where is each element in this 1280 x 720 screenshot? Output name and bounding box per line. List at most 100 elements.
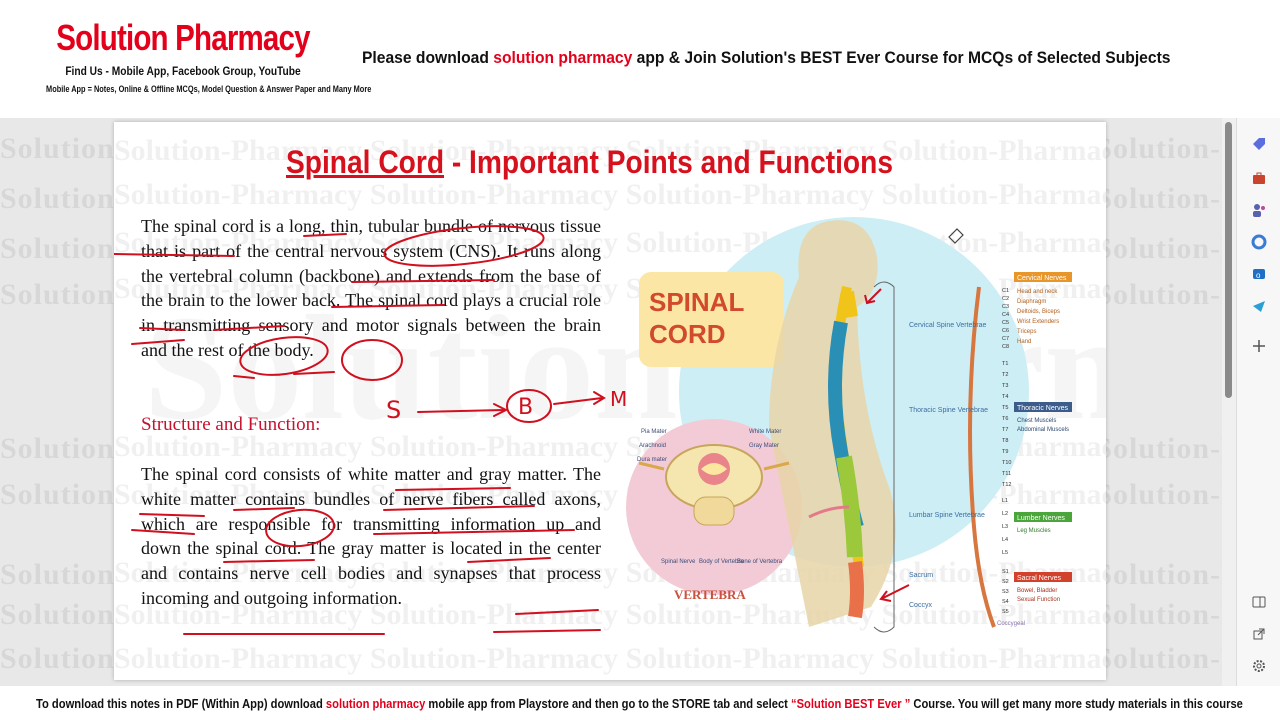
nerve-level: S3 bbox=[1002, 589, 1009, 595]
paragraph-structure: The spinal cord consists of white matter… bbox=[141, 464, 601, 608]
promo-text: Please download solution pharmacy app & … bbox=[362, 48, 1190, 68]
region-lumbar: Lumbar Spine Vertebrae bbox=[909, 512, 985, 519]
promo-before: Please download bbox=[362, 48, 494, 67]
copilot-icon[interactable] bbox=[1249, 232, 1269, 252]
page-watermark: Solution-Pharmacy Solution-Pharmacy Solu… bbox=[114, 642, 1106, 675]
thoracic-nerves-title: Thoracic Nerves bbox=[1017, 405, 1068, 412]
region-sacrum: Sacrum bbox=[909, 572, 933, 579]
send-icon[interactable] bbox=[1249, 296, 1269, 316]
vertebra-part: Spinal Nerve bbox=[661, 559, 696, 565]
settings-icon[interactable] bbox=[1249, 656, 1269, 676]
vertebra-part: Bone of Vertebra bbox=[737, 559, 783, 565]
nerve-level: C3 bbox=[1002, 304, 1009, 310]
nerve-level: L4 bbox=[1002, 537, 1008, 543]
nerve-level: T8 bbox=[1002, 438, 1008, 444]
nerve-level: S4 bbox=[1002, 599, 1009, 605]
split-screen-icon[interactable] bbox=[1249, 592, 1269, 612]
diagram-spinal-label: SPINAL bbox=[649, 287, 744, 317]
nerve-level: C1 bbox=[1002, 288, 1009, 294]
nerve-level: L1 bbox=[1002, 498, 1008, 504]
nerve-level: S5 bbox=[1002, 609, 1009, 615]
footer-middle: mobile app from Playstore and then go to… bbox=[425, 696, 792, 711]
title-underlined: Spinal Cord bbox=[286, 144, 445, 180]
vertebra-part: Gray Mater bbox=[749, 443, 779, 449]
cervical-nerve-item: Wrist Extenders bbox=[1017, 319, 1059, 325]
nerve-level: T10 bbox=[1002, 460, 1011, 466]
nerve-level: T12 bbox=[1002, 482, 1011, 488]
footer-before: To download this notes in PDF (Within Ap… bbox=[36, 696, 326, 711]
briefcase-icon[interactable] bbox=[1249, 168, 1269, 188]
sacral-nerves-title: Sacral Nerves bbox=[1017, 575, 1061, 582]
nerve-level: C2 bbox=[1002, 296, 1009, 302]
brand-block: Solution Pharmacy Find Us - Mobile App, … bbox=[16, 16, 372, 94]
external-link-icon[interactable] bbox=[1249, 624, 1269, 644]
footer-text: To download this notes in PDF (Within Ap… bbox=[36, 696, 1243, 711]
cervical-nerve-item: Triceps bbox=[1017, 329, 1036, 335]
footer-highlight-app: solution pharmacy bbox=[325, 696, 426, 711]
cervical-nerve-item: Head and neck bbox=[1017, 289, 1058, 295]
brand-mobile-app: Mobile App = Notes, Online & Offline MCQ… bbox=[46, 84, 372, 94]
nerve-level: S1 bbox=[1002, 569, 1009, 575]
vertebra-part: Body of Vertebra bbox=[699, 559, 744, 565]
nerve-level: C6 bbox=[1002, 328, 1009, 334]
thoracic-nerve-item: Abdominal Muscels bbox=[1017, 427, 1069, 433]
nerve-level: C7 bbox=[1002, 336, 1009, 342]
region-thoracic: Thoracic Spine Vertebrae bbox=[909, 407, 988, 414]
nerve-level: T5 bbox=[1002, 405, 1008, 411]
promo-after: app & Join Solution's BEST Ever Course f… bbox=[632, 48, 1171, 67]
nerve-level: T2 bbox=[1002, 372, 1008, 378]
document-page: Solution-Pharmacy Solution-Pharmacy Solu… bbox=[114, 122, 1106, 680]
add-icon[interactable] bbox=[1249, 336, 1269, 356]
svg-text:o: o bbox=[1256, 271, 1261, 280]
nerve-level: T4 bbox=[1002, 394, 1008, 400]
nerve-level: T11 bbox=[1002, 471, 1011, 477]
promo-highlight: solution pharmacy bbox=[493, 48, 633, 67]
page-title: Spinal Cord - Important Points and Funct… bbox=[286, 144, 893, 181]
document-viewer[interactable]: Solution-Pharmacy Solution-Pharmacy Solu… bbox=[0, 118, 1236, 686]
nerve-level: T6 bbox=[1002, 416, 1008, 422]
vertebra-part: Arachnoid bbox=[639, 443, 666, 449]
page-watermark: Solution-Pharmacy Solution-Pharmacy Solu… bbox=[114, 134, 1106, 167]
structure-subheading: Structure and Function: bbox=[141, 414, 321, 435]
nerve-level: T1 bbox=[1002, 361, 1008, 367]
vertebra-label: VERTEBRA bbox=[674, 587, 746, 602]
title-rest: - Important Points and Functions bbox=[444, 144, 893, 180]
cervical-nerve-item: Diaphragm bbox=[1017, 299, 1046, 305]
nerve-level: S2 bbox=[1002, 579, 1009, 585]
brand-find-us: Find Us - Mobile App, Facebook Group, Yo… bbox=[65, 64, 301, 78]
spinal-cord-diagram: SPINAL CORD Cervical Spine Vertebrae Tho… bbox=[626, 217, 1072, 633]
paragraph-intro: The spinal cord is a long, thin, tubular… bbox=[141, 216, 601, 360]
region-coccyx: Coccyx bbox=[909, 602, 932, 609]
nerve-level: T9 bbox=[1002, 449, 1008, 455]
people-icon[interactable] bbox=[1249, 200, 1269, 220]
pen-cursor-icon bbox=[948, 228, 964, 244]
top-banner: Solution Pharmacy Find Us - Mobile App, … bbox=[0, 0, 1280, 118]
nerve-level: C5 bbox=[1002, 320, 1009, 326]
nerve-level: L5 bbox=[1002, 550, 1008, 556]
thoracic-nerve-item: Chest Muscels bbox=[1017, 418, 1056, 424]
vertical-scrollbar[interactable] bbox=[1222, 118, 1236, 686]
browser-sidebar: o bbox=[1236, 118, 1280, 686]
footer-after: Course. You will get many more study mat… bbox=[910, 696, 1243, 711]
nerve-level: C4 bbox=[1002, 312, 1009, 318]
coccygeal-label: Coccygeal bbox=[997, 621, 1025, 627]
cervical-nerve-item: Deltoids, Biceps bbox=[1017, 309, 1060, 315]
sacral-nerve-item: Sexual Function bbox=[1017, 597, 1060, 603]
outlook-icon[interactable]: o bbox=[1249, 264, 1269, 284]
footer-highlight-course: “Solution BEST Ever ” bbox=[791, 696, 911, 711]
tag-icon[interactable] bbox=[1249, 134, 1269, 154]
scroll-thumb[interactable] bbox=[1225, 122, 1232, 398]
sacral-nerve-item: Bowel, Bladder bbox=[1017, 588, 1057, 594]
lumbar-nerve-item: Leg Muscles bbox=[1017, 528, 1051, 534]
region-cervical: Cervical Spine Vertebrae bbox=[909, 322, 987, 329]
nerve-level: T7 bbox=[1002, 427, 1008, 433]
vertebra-part: Pia Mater bbox=[641, 429, 667, 435]
vertebra-part: Dura mater bbox=[637, 457, 667, 463]
diagram-cord-label: CORD bbox=[649, 319, 726, 349]
nerve-level: T3 bbox=[1002, 383, 1008, 389]
nerve-level: L3 bbox=[1002, 524, 1008, 530]
lumbar-nerves-title: Lumber Nerves bbox=[1017, 515, 1065, 522]
vertebra-part: White Mater bbox=[749, 429, 781, 435]
footer-banner: To download this notes in PDF (Within Ap… bbox=[0, 686, 1280, 720]
cervical-nerve-item: Hand bbox=[1017, 339, 1031, 345]
